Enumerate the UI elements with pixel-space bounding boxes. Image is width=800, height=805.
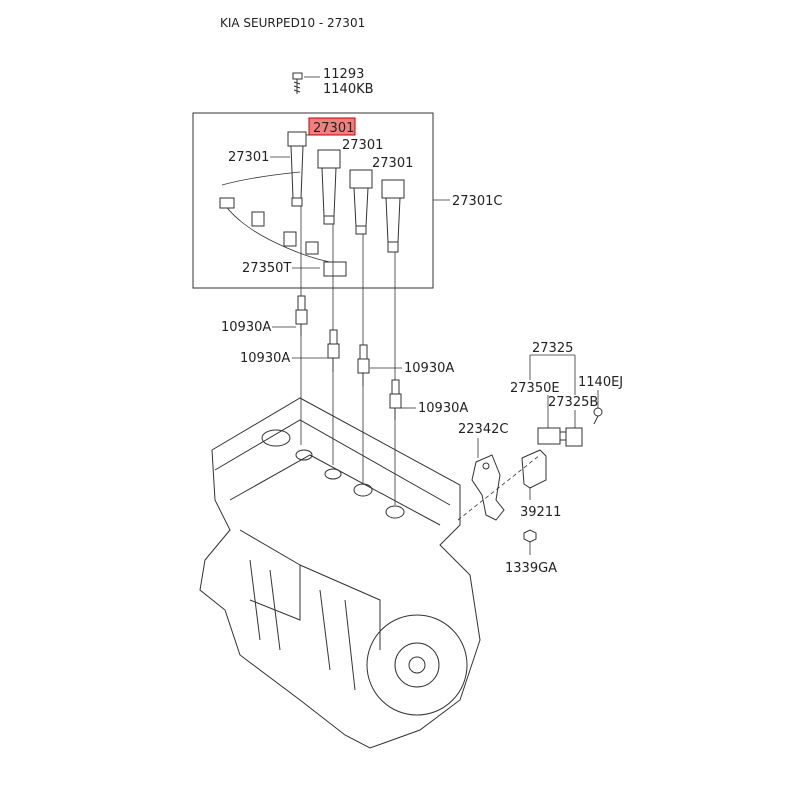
bracket-39211-icon[interactable] — [521, 449, 547, 489]
bolt-11293-icon[interactable] — [292, 72, 303, 94]
label-harness: 27350T — [242, 261, 291, 276]
label-screw: 1140EJ — [578, 375, 623, 390]
spark-plug-4-icon[interactable] — [389, 379, 402, 420]
ignition-coil-2-icon[interactable] — [317, 149, 341, 225]
page-title: KIA SEURPED10 - 27301 — [220, 16, 366, 30]
label-nut: 1339GA — [505, 561, 557, 576]
label-coil-2: 27301 — [342, 138, 383, 153]
spark-plug-1-icon[interactable] — [295, 295, 308, 336]
label-plug-1: 10930A — [221, 320, 271, 335]
label-bolt-a: 11293 — [323, 67, 364, 82]
bracket-22342c-icon[interactable] — [471, 454, 505, 521]
ignition-coil-3-icon[interactable] — [349, 169, 373, 235]
sensor-27350e-icon[interactable] — [537, 427, 567, 445]
label-plug-2: 10930A — [240, 351, 290, 366]
label-sensor-e: 27350E — [510, 381, 560, 396]
coil-assembly-frame — [192, 112, 434, 289]
label-bracket: 22342C — [458, 422, 508, 437]
engine-block-icon — [199, 397, 481, 749]
screw-1140ej-icon[interactable] — [593, 407, 603, 425]
label-sensor-b: 27325B — [548, 395, 598, 410]
label-plug-4: 10930A — [418, 401, 468, 416]
label-coil-4: 27301 — [372, 156, 413, 171]
label-coil-left: 27301 — [228, 150, 269, 165]
label-bolt-b: 1140KB — [323, 82, 374, 97]
wiring-harness-icon[interactable] — [219, 171, 347, 277]
highlighted-part-label[interactable]: 27301 — [308, 117, 356, 136]
label-plug-3: 10930A — [404, 361, 454, 376]
label-bracket-2: 39211 — [520, 505, 561, 520]
ignition-coil-1-icon[interactable] — [287, 131, 307, 207]
spark-plug-2-icon[interactable] — [327, 329, 340, 372]
label-coil-assembly: 27301C — [452, 194, 502, 209]
label-sensor-assembly: 27325 — [532, 341, 573, 356]
spark-plug-3-icon[interactable] — [357, 344, 370, 386]
label-coil-highlighted: 27301 — [313, 121, 354, 136]
nut-1339ga-icon[interactable] — [523, 529, 537, 543]
sensor-27325b-icon[interactable] — [565, 427, 583, 447]
ignition-coil-4-icon[interactable] — [381, 179, 405, 253]
